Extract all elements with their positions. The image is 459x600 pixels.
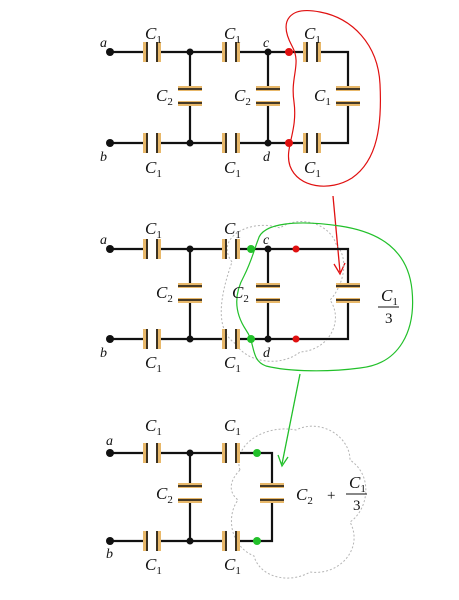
- terminal-a-dot: [106, 245, 114, 253]
- svg-text:C1: C1: [349, 473, 366, 495]
- terminal-a-dot: [106, 449, 114, 457]
- red-node-dot: [292, 245, 300, 253]
- label-c: c: [263, 233, 270, 248]
- capacitor-label: C1: [224, 219, 241, 241]
- svg-text:C1: C1: [381, 286, 398, 308]
- capacitor-label: C1: [145, 416, 162, 438]
- capacitor-label: C1: [145, 158, 162, 180]
- label-d: d: [263, 346, 271, 361]
- green-arrow: [277, 373, 301, 468]
- capacitor-label: C2: [234, 86, 251, 108]
- junction-dot: [186, 537, 194, 545]
- capacitor-symbol: [143, 329, 161, 349]
- fraction-denominator: 3: [353, 498, 361, 514]
- label-b: b: [100, 150, 107, 165]
- capacitor-label: C2: [232, 283, 249, 305]
- terminal-b-dot: [106, 335, 114, 343]
- junction-c-dot: [264, 48, 272, 56]
- capacitor-label: C1: [145, 555, 162, 577]
- capacitor-label: C1: [224, 24, 241, 46]
- capacitor-symbol: [260, 483, 284, 503]
- capacitor-symbol: [222, 531, 240, 551]
- capacitor-symbol: [222, 443, 240, 463]
- capacitor-label: C1: [224, 555, 241, 577]
- capacitor-symbol: [222, 133, 240, 153]
- gray-faded-outline: [230, 425, 367, 579]
- label-a: a: [100, 36, 107, 51]
- junction-dot: [186, 245, 194, 253]
- capacitor-symbol: [336, 283, 360, 303]
- junction-dot: [186, 335, 194, 343]
- label-b: b: [106, 547, 113, 562]
- capacitor-symbol: [178, 86, 202, 106]
- red-node-dot: [285, 48, 293, 56]
- fraction-denominator: 3: [385, 311, 393, 327]
- terminal-b-dot: [106, 537, 114, 545]
- green-node-dot: [253, 449, 261, 457]
- capacitor-label: C2: [156, 86, 173, 108]
- capacitor-symbol: [222, 329, 240, 349]
- label-a: a: [106, 434, 113, 449]
- stage-3-circuit: C2 + C1 3: [106, 425, 367, 579]
- capacitor-symbol: [178, 483, 202, 503]
- capacitor-symbol: [178, 283, 202, 303]
- stage-2-circuit: C1 3: [106, 220, 414, 372]
- capacitor-symbol: [143, 42, 161, 62]
- capacitor-symbol: [143, 531, 161, 551]
- red-node-dot: [292, 335, 300, 343]
- capacitor-symbol: [256, 283, 280, 303]
- label-c: c: [263, 36, 270, 51]
- red-node-dot: [285, 139, 293, 147]
- plus-sign: +: [327, 488, 335, 504]
- capacitor-label: C1: [224, 353, 241, 375]
- capacitor-symbol: [222, 42, 240, 62]
- capacitor-symbol: [143, 443, 161, 463]
- capacitor-symbol: [336, 86, 360, 106]
- junction-c-dot: [264, 245, 272, 253]
- capacitor-symbol: [143, 239, 161, 259]
- junction-dot: [186, 139, 194, 147]
- red-grouping-outline: [285, 10, 381, 187]
- capacitor-label: C1: [145, 24, 162, 46]
- terminal-a-dot: [106, 48, 114, 56]
- junction-dot: [186, 449, 194, 457]
- capacitor-label: C1: [314, 86, 331, 108]
- green-node-dot: [247, 245, 255, 253]
- capacitor-label: C2: [156, 484, 173, 506]
- svg-text:C2: C2: [296, 485, 313, 507]
- junction-d-dot: [264, 335, 272, 343]
- capacitor-label: C1: [224, 158, 241, 180]
- capacitor-label: C1: [304, 24, 321, 46]
- capacitor-symbol: [303, 133, 321, 153]
- capacitor-symbol: [303, 42, 321, 62]
- label-d: d: [263, 150, 271, 165]
- capacitor-symbol: [256, 86, 280, 106]
- capacitor-label: C1: [304, 158, 321, 180]
- capacitor-label: C2: [156, 283, 173, 305]
- junction-d-dot: [264, 139, 272, 147]
- stage-1-circuit: [106, 10, 381, 187]
- green-node-dot: [253, 537, 261, 545]
- capacitor-symbol: [222, 239, 240, 259]
- label-a: a: [100, 233, 107, 248]
- node-labels: a b c d a b c d a b: [100, 36, 271, 562]
- capacitor-label: C1: [145, 219, 162, 241]
- capacitor-label: C1: [145, 353, 162, 375]
- label-b: b: [100, 346, 107, 361]
- green-grouping-outline: [236, 222, 414, 372]
- junction-dot: [186, 48, 194, 56]
- terminal-b-dot: [106, 139, 114, 147]
- capacitor-label: C1: [224, 416, 241, 438]
- capacitor-symbol: [143, 133, 161, 153]
